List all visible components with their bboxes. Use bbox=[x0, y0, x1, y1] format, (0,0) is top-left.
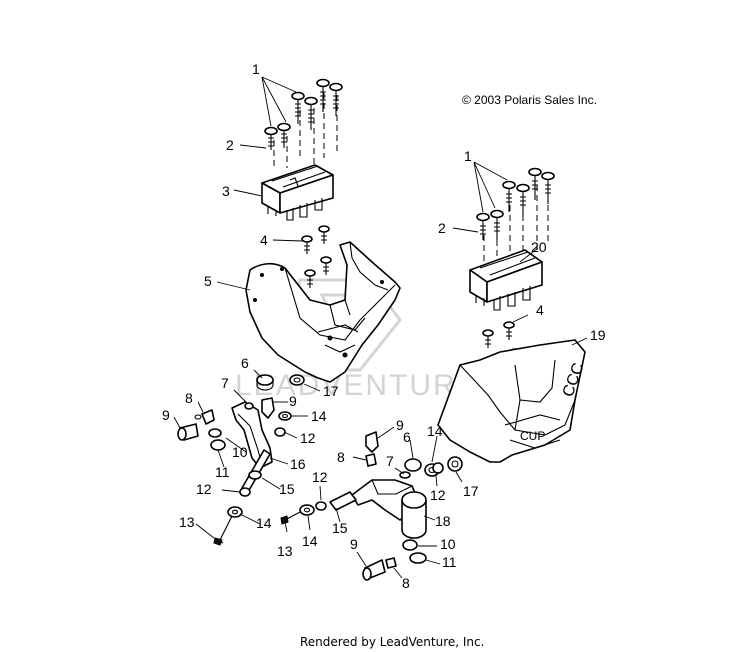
callout-12: 12 bbox=[312, 469, 328, 485]
callout-8: 8 bbox=[402, 575, 410, 591]
callout-11: 11 bbox=[215, 464, 230, 480]
callout-18: 18 bbox=[435, 513, 451, 529]
right-footwell-guard: CCC CUP bbox=[437, 339, 588, 463]
callout-9: 9 bbox=[162, 407, 170, 423]
svg-text:CUP: CUP bbox=[520, 429, 545, 443]
callout-11: 11 bbox=[442, 554, 457, 570]
callout-7: 7 bbox=[221, 375, 229, 391]
callout-labels: 1 2 3 4 5 1 2 20 4 19 6 7 17 9 8 9 14 12… bbox=[162, 61, 606, 591]
callout-6: 6 bbox=[241, 355, 249, 371]
callout-17: 17 bbox=[463, 483, 479, 499]
callout-13: 13 bbox=[277, 543, 293, 559]
callout-5: 5 bbox=[204, 273, 212, 289]
left-screw-set bbox=[261, 76, 343, 168]
callout-17: 17 bbox=[323, 383, 339, 399]
callout-3: 3 bbox=[222, 183, 230, 199]
callout-2: 2 bbox=[438, 220, 446, 236]
callout-19: 19 bbox=[590, 327, 606, 343]
callout-9: 9 bbox=[350, 536, 358, 552]
right-pedal-assembly bbox=[280, 431, 463, 581]
callout-10: 10 bbox=[440, 536, 456, 552]
callout-13: 13 bbox=[179, 514, 195, 530]
right-screw-set bbox=[473, 161, 555, 262]
callout-15: 15 bbox=[279, 481, 295, 497]
callout-4: 4 bbox=[260, 232, 268, 248]
callout-4: 4 bbox=[536, 302, 544, 318]
callout-12: 12 bbox=[300, 430, 316, 446]
left-mount-screws bbox=[301, 225, 332, 288]
callout-1: 1 bbox=[252, 61, 260, 77]
left-bracket bbox=[261, 164, 334, 221]
callout-20: 20 bbox=[531, 239, 547, 255]
callout-14: 14 bbox=[302, 533, 318, 549]
callout-16: 16 bbox=[290, 456, 306, 472]
callout-12: 12 bbox=[196, 481, 212, 497]
callout-15: 15 bbox=[332, 520, 348, 536]
watermark-text: LEADVENTURE bbox=[235, 369, 479, 402]
left-pedal-assembly bbox=[177, 374, 305, 546]
left-footwell-guard bbox=[245, 241, 401, 383]
callout-12: 12 bbox=[430, 487, 446, 503]
callout-10: 10 bbox=[232, 444, 248, 460]
leader-lines bbox=[173, 144, 588, 579]
callout-7: 7 bbox=[386, 453, 394, 469]
callout-9: 9 bbox=[396, 417, 404, 433]
callout-1: 1 bbox=[464, 148, 472, 164]
copyright-text: © 2003 Polaris Sales Inc. bbox=[462, 93, 597, 107]
callout-9: 9 bbox=[289, 393, 297, 409]
right-bracket bbox=[469, 249, 543, 311]
footer-credit: Rendered by LeadVenture, Inc. bbox=[300, 635, 484, 649]
callout-14: 14 bbox=[311, 408, 327, 424]
callout-14: 14 bbox=[256, 515, 272, 531]
callout-14: 14 bbox=[427, 423, 443, 439]
callout-8: 8 bbox=[185, 390, 193, 406]
callout-2: 2 bbox=[226, 137, 234, 153]
callout-8: 8 bbox=[337, 449, 345, 465]
callout-6: 6 bbox=[403, 429, 411, 445]
